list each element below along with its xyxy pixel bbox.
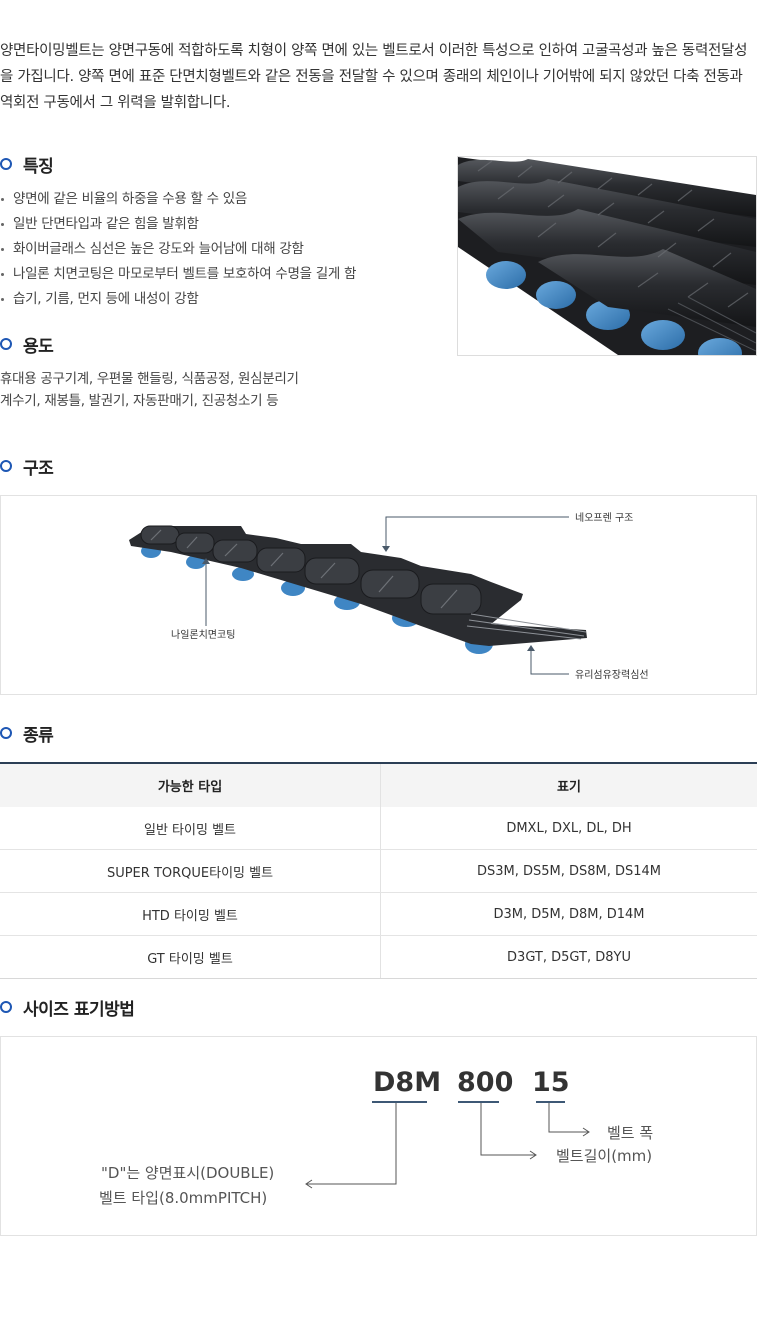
table-cell: GT 타이밍 벨트 [0, 935, 381, 979]
label-neoprene: 네오프렌 구조 [575, 512, 633, 524]
list-item: 양면에 같은 비율의 하중을 수용 할 수 있음 [0, 187, 356, 212]
structure-title: 구조 [23, 458, 54, 479]
features-title: 특징 [23, 156, 54, 177]
label-type-line2: 벨트 타입(8.0mmPITCH) [99, 1189, 267, 1207]
label-glass-cord: 유리섬유장력심선 [575, 669, 649, 681]
types-title: 종류 [23, 725, 54, 746]
belt-structure-illustration: 네오프렌 구조 나일론치면코팅 유리섬유장력심선 [129, 512, 649, 681]
section-title-size: 사이즈 표기방법 [0, 995, 135, 1020]
belt-photo [457, 156, 757, 356]
section-title-features: 특징 [0, 152, 54, 177]
size-notation-illustration: D8M 800 15 벨트 폭 벨트길이(mm) "D"는 양면표시(DOUBL… [99, 1067, 653, 1207]
belt-ribs [140, 525, 482, 615]
table-cell: HTD 타이밍 벨트 [0, 892, 381, 936]
table-cell: DS3M, DS5M, DS8M, DS14M [380, 849, 757, 893]
list-item: 습기, 기름, 먼지 등에 내성이 강함 [0, 287, 356, 312]
bullet-circle-icon [0, 158, 12, 170]
table-cell: D3M, D5M, D8M, D14M [380, 892, 757, 936]
label-nylon-coating: 나일론치면코팅 [171, 629, 235, 641]
table-cell: D3GT, D5GT, D8YU [380, 935, 757, 979]
features-list: 양면에 같은 비율의 하중을 수용 할 수 있음 일반 단면타입과 같은 힘을 … [0, 187, 356, 312]
belt-hatch [150, 529, 458, 609]
code-width: 15 [532, 1067, 570, 1098]
table-row: SUPER TORQUE타이밍 벨트 DS3M, DS5M, DS8M, DS1… [0, 849, 757, 893]
intro-text: 양면타이밍벨트는 양면구동에 적합하도록 치형이 양쪽 면에 있는 벨트로서 이… [0, 43, 748, 111]
bullet-circle-icon [0, 460, 12, 472]
label-belt-width: 벨트 폭 [607, 1124, 653, 1142]
label-type-line1: "D"는 양면표시(DOUBLE) [101, 1164, 274, 1182]
table-cell: DMXL, DXL, DL, DH [380, 807, 757, 850]
table-header: 가능한 타입 [0, 762, 381, 807]
types-table: 가능한 타입 표기 일반 타이밍 벨트 DMXL, DXL, DL, DH SU… [0, 762, 757, 979]
list-item: 일반 단면타입과 같은 힘을 발휘함 [0, 212, 356, 237]
usage-text: 휴대용 공구기계, 우편물 핸들링, 식품공정, 원심분리기 계수기, 재봉틀,… [0, 368, 299, 412]
table-row: 일반 타이밍 벨트 DMXL, DXL, DL, DH [0, 807, 757, 850]
table-header: 표기 [380, 762, 757, 807]
usage-line: 계수기, 재봉틀, 발권기, 자동판매기, 진공청소기 등 [0, 393, 279, 409]
list-item: 화이버글래스 심선은 높은 강도와 늘어남에 대해 강함 [0, 237, 356, 262]
table-header-row: 가능한 타입 표기 [0, 762, 757, 807]
bullet-circle-icon [0, 727, 12, 739]
section-title-usage: 용도 [0, 332, 54, 357]
usage-title: 용도 [23, 336, 54, 357]
table-row: HTD 타이밍 벨트 D3M, D5M, D8M, D14M [0, 892, 757, 936]
structure-diagram: 네오프렌 구조 나일론치면코팅 유리섬유장력심선 [0, 495, 757, 695]
list-item: 나일론 치면코팅은 마모로부터 벨트를 보호하여 수명을 길게 함 [0, 262, 356, 287]
code-length: 800 [457, 1067, 513, 1098]
belt-photo-illustration [458, 157, 756, 355]
table-cell: SUPER TORQUE타이밍 벨트 [0, 849, 381, 893]
code-type: D8M [373, 1067, 441, 1098]
table-cell: 일반 타이밍 벨트 [0, 807, 381, 850]
leader-lines [205, 516, 569, 675]
belt-cords [466, 613, 587, 640]
section-title-types: 종류 [0, 721, 54, 746]
table-row: GT 타이밍 벨트 D3GT, D5GT, D8YU [0, 935, 757, 979]
bullet-circle-icon [0, 338, 12, 350]
size-title: 사이즈 표기방법 [23, 999, 135, 1020]
size-notation-diagram: D8M 800 15 벨트 폭 벨트길이(mm) "D"는 양면표시(DOUBL… [0, 1036, 757, 1236]
label-belt-length: 벨트길이(mm) [556, 1147, 652, 1165]
bullet-circle-icon [0, 1001, 12, 1013]
section-title-structure: 구조 [0, 454, 54, 479]
usage-line: 휴대용 공구기계, 우편물 핸들링, 식품공정, 원심분리기 [0, 371, 299, 387]
